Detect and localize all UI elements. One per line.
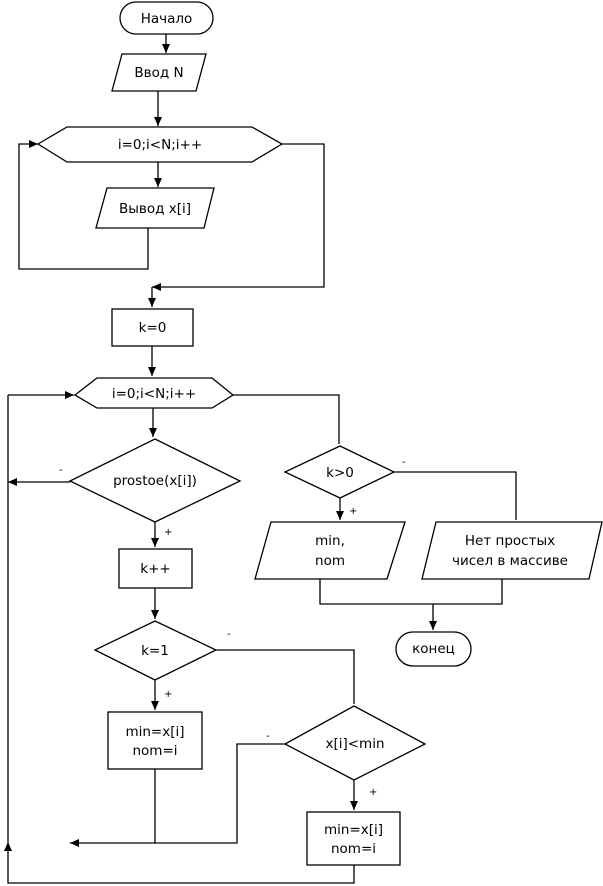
output-min-parallelogram: min, nom bbox=[254, 521, 406, 580]
k-gt-0-decision: k>0 bbox=[283, 445, 396, 499]
kgt0-no-label: - bbox=[402, 457, 406, 468]
start-terminator: Начало bbox=[119, 1, 214, 35]
edge-kgt0-no bbox=[394, 471, 517, 520]
output-x-label: Вывод x[i] bbox=[119, 201, 191, 217]
inc-k-process: k++ bbox=[118, 548, 193, 589]
k1-no-label: - bbox=[227, 629, 231, 640]
branch-labels: - + + - - + + - bbox=[59, 457, 406, 798]
kgt0-yes-label: + bbox=[349, 506, 357, 517]
k-eq-1-decision: k=1 bbox=[93, 620, 218, 681]
edge-loop2-exit bbox=[233, 394, 340, 444]
xmin-yes-label: + bbox=[369, 787, 377, 798]
end-terminator: конец bbox=[395, 631, 472, 667]
output-min-line1: min, bbox=[315, 533, 345, 549]
assign2-line2: nom=i bbox=[331, 841, 376, 857]
connectors bbox=[3, 34, 517, 884]
x-lt-min-decision: x[i]<min bbox=[283, 705, 427, 781]
is-prime-decision: prostoe(x[i]) bbox=[68, 438, 242, 523]
init-k-label: k=0 bbox=[139, 320, 167, 336]
input-n-parallelogram: Ввод N bbox=[111, 53, 207, 92]
edge-assign2-back bbox=[3, 842, 355, 884]
is-prime-label: prostoe(x[i]) bbox=[113, 473, 197, 489]
xmin-no-label: - bbox=[266, 731, 270, 742]
loop2-hexagon: i=0;i<N;i++ bbox=[73, 377, 235, 409]
loop2-label: i=0;i<N;i++ bbox=[112, 386, 196, 402]
edge-loop1-exit bbox=[152, 143, 325, 291]
x-lt-min-label: x[i]<min bbox=[325, 736, 384, 752]
assign1-line1: min=x[i] bbox=[125, 724, 184, 740]
edge-output-loop1-back bbox=[18, 140, 149, 270]
assign1-line2: nom=i bbox=[132, 743, 177, 759]
init-k-process: k=0 bbox=[111, 308, 194, 347]
assign2-line1: min=x[i] bbox=[324, 822, 383, 838]
k-gt-0-label: k>0 bbox=[326, 465, 354, 481]
prime-yes-label: + bbox=[164, 527, 172, 538]
edge-assign1-merge bbox=[70, 769, 156, 847]
start-label: Начало bbox=[141, 11, 193, 27]
edge-outputs-merge bbox=[319, 579, 503, 605]
no-primes-line2: чисел в массиве bbox=[452, 553, 568, 569]
assign1-process: min=x[i] nom=i bbox=[107, 711, 203, 770]
edge-xmin-no bbox=[155, 743, 285, 844]
no-primes-line1: Нет простых bbox=[465, 533, 555, 549]
output-min-line2: nom bbox=[315, 553, 345, 569]
k-eq-1-label: k=1 bbox=[141, 643, 169, 659]
k1-yes-label: + bbox=[164, 689, 172, 700]
edge-k1-no bbox=[216, 649, 355, 704]
assign2-process: min=x[i] nom=i bbox=[306, 811, 401, 866]
end-label: конец bbox=[412, 641, 455, 657]
no-primes-parallelogram: Нет простых чисел в массиве bbox=[421, 521, 603, 580]
loop1-label: i=0;i<N;i++ bbox=[118, 137, 202, 153]
output-x-parallelogram: Вывод x[i] bbox=[95, 187, 215, 229]
prime-no-label: - bbox=[59, 465, 63, 476]
inc-k-label: k++ bbox=[140, 561, 170, 577]
input-n-label: Ввод N bbox=[134, 65, 183, 81]
loop1-hexagon: i=0;i<N;i++ bbox=[36, 126, 284, 163]
